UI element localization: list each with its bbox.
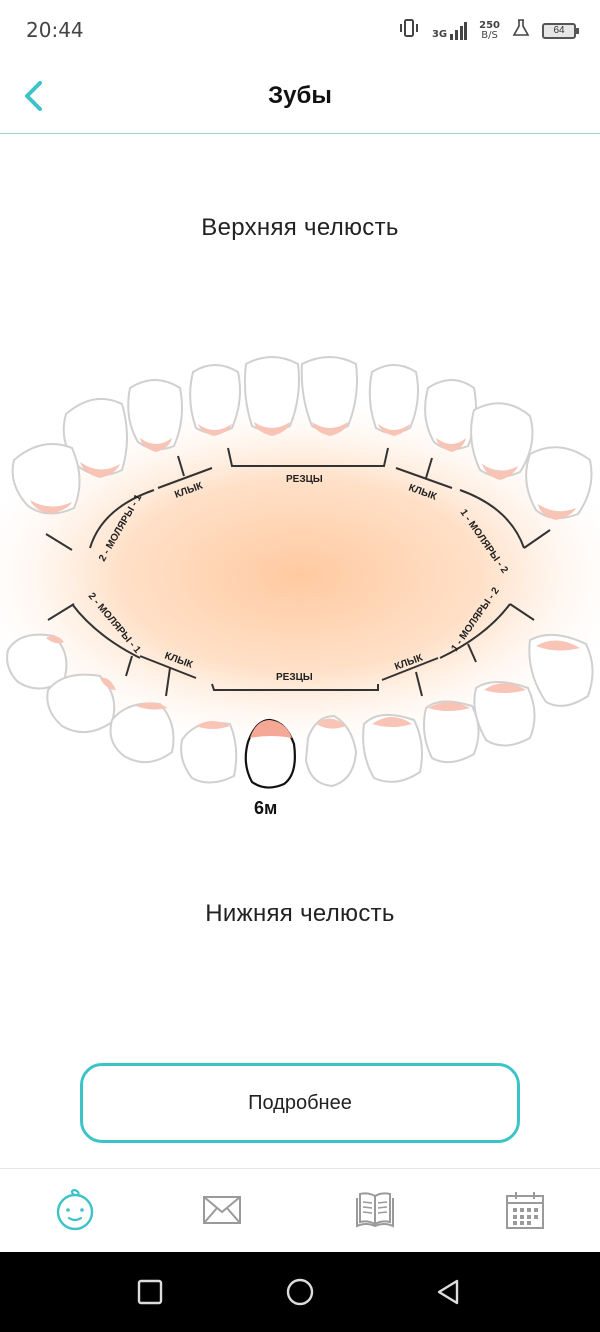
details-button[interactable]: Подробнее: [80, 1063, 520, 1143]
status-icons: 3G 250 B/S 64: [398, 18, 579, 43]
tooth: [109, 702, 175, 763]
status-time: 20:44: [26, 18, 84, 42]
back-button[interactable]: [14, 76, 54, 116]
erupted-tooth[interactable]: [244, 718, 296, 789]
upper-incisors-label: РЕЗЦЫ: [286, 474, 323, 485]
tooth: [423, 700, 480, 764]
nav-item-articles[interactable]: [350, 1185, 400, 1235]
teeth-chart: 2 - МОЛЯРЫ - 1 КЛЫК РЕЗЦЫ КЛЫК 1 - МОЛЯР…: [0, 356, 600, 818]
battery-icon: 64: [542, 22, 579, 39]
lower-teeth: [6, 633, 594, 788]
page-title: Зубы: [268, 82, 332, 109]
tooth: [127, 379, 183, 451]
lower-incisors-label: РЕЗЦЫ: [276, 672, 313, 683]
upper-gums: [30, 422, 576, 520]
nav-item-baby[interactable]: [50, 1185, 100, 1235]
calendar-icon: [506, 1192, 544, 1229]
circle-icon: [286, 1278, 314, 1306]
chevron-left-icon: [25, 81, 42, 111]
tooth: [243, 356, 300, 432]
system-nav-bar: [0, 1252, 600, 1332]
book-icon: [356, 1192, 394, 1228]
tooth: [180, 721, 238, 784]
lower-jaw-label: Нижняя челюсть: [205, 900, 395, 927]
square-icon: [137, 1279, 163, 1305]
tooth: [11, 443, 81, 515]
tooth: [189, 364, 241, 434]
erupted-tooth-label: 6м: [254, 798, 277, 818]
lower-gums: [46, 635, 580, 729]
tooth: [304, 714, 358, 788]
tooth: [368, 364, 419, 434]
tooth: [470, 402, 534, 478]
upper-teeth: [11, 356, 593, 520]
recent-apps-button[interactable]: [132, 1274, 168, 1310]
home-button[interactable]: [282, 1274, 318, 1310]
bottom-nav: [0, 1168, 600, 1252]
vibrate-icon: [398, 18, 420, 43]
back-system-button[interactable]: [430, 1274, 466, 1310]
app-header: Зубы: [0, 62, 600, 134]
envelope-icon: [203, 1196, 241, 1224]
triangle-back-icon: [437, 1279, 459, 1305]
lower-brackets: [47, 603, 535, 697]
nav-item-messages[interactable]: [197, 1185, 247, 1235]
net-speed: 250 B/S: [479, 19, 500, 41]
net-speed-unit: B/S: [481, 29, 498, 41]
baby-face-icon: [56, 1189, 94, 1231]
flask-icon: [512, 19, 530, 42]
tooth: [300, 356, 358, 432]
upper-brackets: [45, 447, 551, 551]
tooth: [528, 633, 594, 707]
status-bar: 20:44 3G 250 B/S 64: [0, 0, 600, 62]
network-type: 3G: [431, 28, 448, 40]
net-speed-value: 250: [479, 19, 500, 31]
signal-icon: 3G: [431, 21, 468, 40]
tooth: [362, 713, 423, 783]
tooth: [525, 446, 593, 520]
nav-item-calendar[interactable]: [500, 1185, 550, 1235]
tooth: [424, 379, 477, 451]
upper-jaw-label: Верхняя челюсть: [201, 214, 399, 241]
tooth: [473, 681, 536, 747]
